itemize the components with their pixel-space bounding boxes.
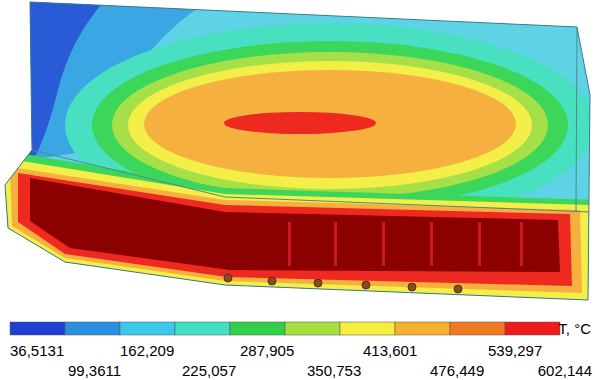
contour-band	[144, 70, 516, 178]
contour-field	[0, 0, 595, 320]
contour-band	[3, 158, 590, 305]
scale-value: 36,5131	[10, 342, 64, 360]
contour-band	[128, 61, 532, 189]
scale-value: 413,601	[363, 342, 417, 360]
contour-band	[112, 52, 548, 198]
scale-value: 287,905	[240, 342, 294, 360]
base-field	[0, 0, 595, 320]
scale-value: 602,144	[538, 362, 592, 380]
scale-value: 162,209	[120, 342, 174, 360]
axis-unit-label: T, °C	[558, 320, 591, 338]
body-outline	[5, 2, 590, 300]
scale-value: 99,3611	[68, 362, 121, 380]
color-bar	[10, 322, 560, 335]
scale-value: 350,753	[307, 362, 361, 380]
contour-band	[18, 173, 572, 286]
scale-value: 539,297	[488, 342, 542, 360]
hot-zone	[30, 178, 560, 272]
hot-spot	[224, 112, 376, 134]
contour-notches	[288, 222, 523, 266]
edge-line	[32, 150, 590, 212]
contour-band	[10, 167, 582, 293]
edge-line	[576, 27, 577, 212]
heating-tubes	[224, 274, 462, 293]
scale-value: 225,057	[182, 362, 236, 380]
contour-band	[0, 150, 595, 320]
scale-value: 476,449	[430, 362, 484, 380]
